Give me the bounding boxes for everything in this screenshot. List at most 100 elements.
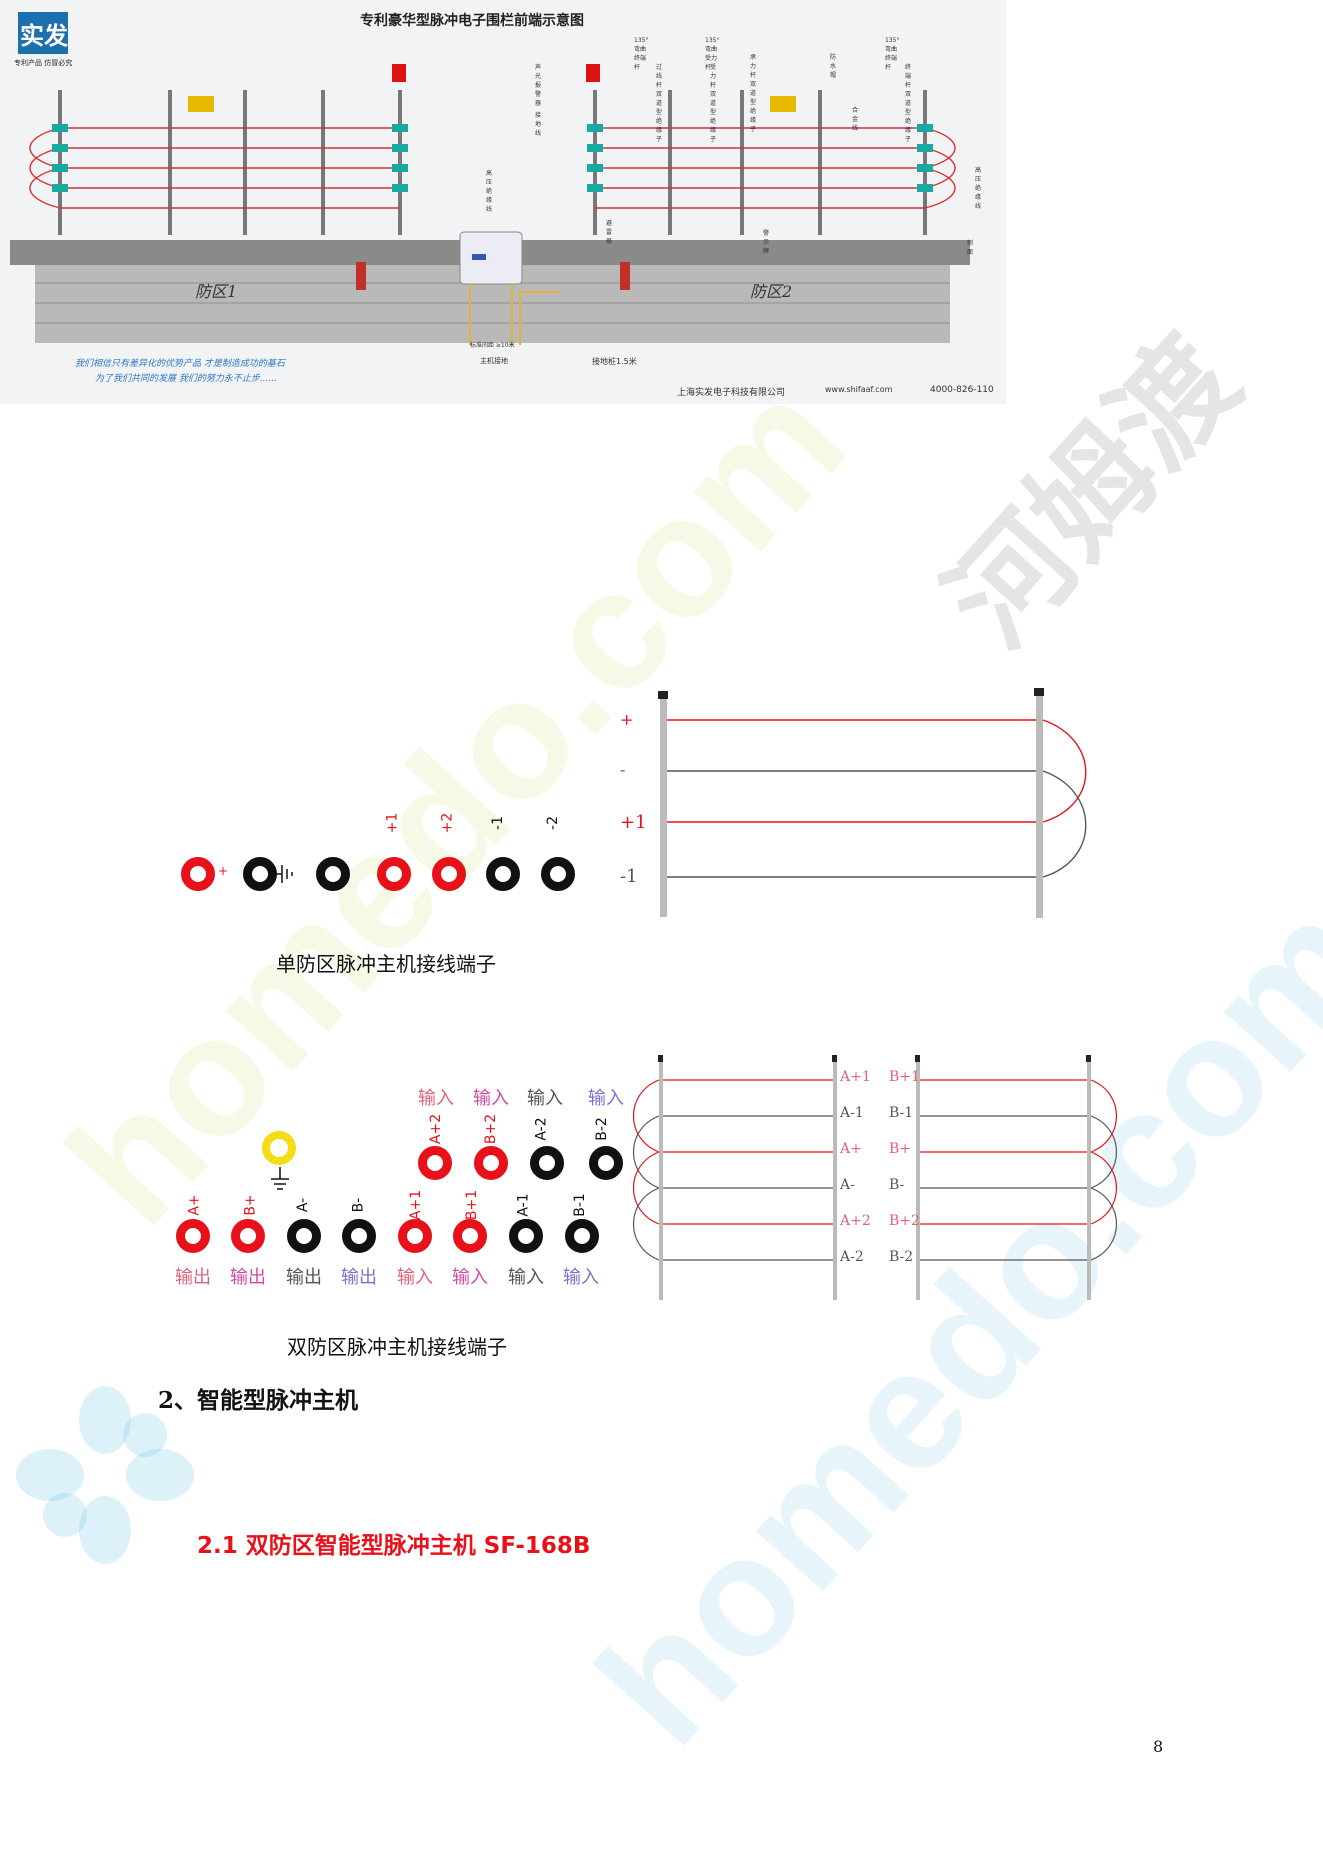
input-label: 输入 <box>418 1088 454 1109</box>
terminal-a-minus1-in <box>509 1219 543 1253</box>
wire-label-a: A+ <box>840 1141 862 1157</box>
wire-label-b: B+ <box>889 1141 912 1157</box>
terminal-label: A+ <box>186 1194 203 1216</box>
phone: 4000-826-110 <box>930 385 994 395</box>
terminal-b-plus2 <box>474 1146 508 1180</box>
ground-symbol-icon <box>276 862 298 890</box>
output-label: 输出 <box>286 1267 322 1288</box>
output-label: 输出 <box>341 1267 377 1288</box>
wire-label-b: B- <box>889 1177 905 1193</box>
wire-label-b: B+1 <box>889 1069 920 1085</box>
terminal-label: A- <box>295 1197 312 1213</box>
callout: 高压绝缘线 <box>975 167 982 210</box>
wire-label-a: A-1 <box>840 1105 864 1121</box>
callout: 135°弯曲终端杆 <box>634 37 649 71</box>
terminal-earth <box>262 1131 296 1165</box>
terminal-a-minus-out <box>287 1219 321 1253</box>
callout: 防水帽 <box>830 54 837 79</box>
terminal-label: B-1 <box>571 1193 588 1217</box>
terminal-label: +1 <box>384 812 401 834</box>
wire-label-a: A-2 <box>840 1249 864 1265</box>
wire-label-a: A+1 <box>840 1069 871 1085</box>
terminal-minus2 <box>541 857 575 891</box>
terminal-label: B-2 <box>593 1117 610 1141</box>
website: www.shifaaf.com <box>825 385 893 394</box>
wire-label-b: B-2 <box>889 1249 914 1265</box>
wire-label-b: B-1 <box>889 1105 914 1121</box>
callout: 终端杆双道型绝缘子 <box>905 64 912 143</box>
terminal-a-plus-out <box>176 1219 210 1253</box>
wire-label-b: B+2 <box>889 1213 920 1229</box>
host-ground-label: 主机接地 <box>480 357 508 365</box>
terminal-label: -1 <box>489 816 506 830</box>
terminal-label: B+ <box>242 1194 259 1216</box>
distance-note: 标准间距 ≥10米 <box>470 342 515 349</box>
logo-text: 实发 <box>20 22 68 50</box>
terminal-plus2 <box>432 857 466 891</box>
callout: 受力杆双道型绝缘子 <box>710 64 717 143</box>
terminal-a-minus2 <box>530 1146 564 1180</box>
terminal-label: B- <box>350 1197 367 1213</box>
terminal-label: -2 <box>544 816 561 830</box>
callout: 警示牌 <box>763 230 770 255</box>
terminal-minus1 <box>486 857 520 891</box>
earth-symbol-icon <box>270 1167 290 1197</box>
terminal-label: A-2 <box>533 1117 550 1141</box>
callout: 避雷器 <box>606 220 613 245</box>
watermark-flower-icon <box>10 1380 200 1574</box>
terminal-b-plus-out <box>231 1219 265 1253</box>
input-label: 输入 <box>563 1267 599 1288</box>
wire-label: - <box>620 760 626 779</box>
zone2-label: 防区2 <box>750 282 793 301</box>
wire-label-a: A- <box>840 1177 855 1193</box>
terminal-a-plus1-in <box>398 1219 432 1253</box>
logo-subtext: 专利产品 仿冒必究 <box>14 59 73 67</box>
zone1-label: 防区1 <box>195 282 238 301</box>
input-label: 输入 <box>527 1088 563 1109</box>
input-label: 输入 <box>588 1088 624 1109</box>
terminal-label: A-1 <box>515 1193 532 1217</box>
watermark: homedo.com <box>562 865 1323 1780</box>
wire-label: +1 <box>620 812 647 833</box>
terminal-b-minus1-in <box>565 1219 599 1253</box>
single-zone-wiring <box>600 685 1120 929</box>
callout: 过线杆双道型绝缘子 <box>656 64 663 143</box>
terminal-plus1 <box>377 857 411 891</box>
terminal-label: A+1 <box>408 1189 425 1221</box>
single-zone-caption: 单防区脉冲主机接线端子 <box>276 952 496 976</box>
input-label: 输入 <box>473 1088 509 1109</box>
input-label: 输入 <box>508 1267 544 1288</box>
terminal-positive <box>181 857 215 891</box>
fence-diagram: 实发 专利产品 仿冒必究 专利豪华型脉冲电子围栏前端示意图 防区1 防区2 我们… <box>0 0 1006 404</box>
terminal-b-minus-out <box>342 1219 376 1253</box>
callout: 接地线 <box>535 112 542 137</box>
terminal-label: A+2 <box>428 1113 445 1145</box>
callout: 承力杆双道型绝缘子 <box>750 54 757 133</box>
input-label: 输入 <box>452 1267 488 1288</box>
wire-label: -1 <box>620 866 638 887</box>
terminal-b-plus1-in <box>453 1219 487 1253</box>
slogan-line2: 为了我们共同的发展 我们的努力永不止步...... <box>95 374 278 384</box>
output-label: 输出 <box>230 1267 266 1288</box>
wire-label: + <box>620 710 634 729</box>
terminal-label: B+2 <box>483 1113 500 1145</box>
terminal-blank <box>316 857 350 891</box>
plus-mark: + <box>218 864 229 878</box>
callout: 135°弯曲受力杆 <box>705 37 720 71</box>
company-name: 上海实发电子科技有限公司 <box>677 388 786 398</box>
double-zone-caption: 双防区脉冲主机接线端子 <box>287 1335 507 1359</box>
terminal-label: B+1 <box>464 1189 481 1221</box>
double-zone-wiring <box>630 1053 1130 1307</box>
ground-rod-label: 接地桩1.5米 <box>592 357 637 366</box>
subsection-heading: 2.1 双防区智能型脉冲主机 SF-168B <box>197 1533 591 1559</box>
terminal-label: +2 <box>439 812 456 834</box>
input-label: 输入 <box>397 1267 433 1288</box>
slogan-line1: 我们相信只有差异化的优势产品 才是制造成功的基石 <box>75 359 285 369</box>
terminal-b-minus2 <box>589 1146 623 1180</box>
output-label: 输出 <box>175 1267 211 1288</box>
callout: 135°弯曲终端杆 <box>885 37 900 71</box>
page-number: 8 <box>1153 1737 1164 1756</box>
callout: 高压绝缘线 <box>486 170 493 213</box>
callout: 侧面 <box>967 240 974 256</box>
callout: 声光报警器 <box>535 64 542 107</box>
